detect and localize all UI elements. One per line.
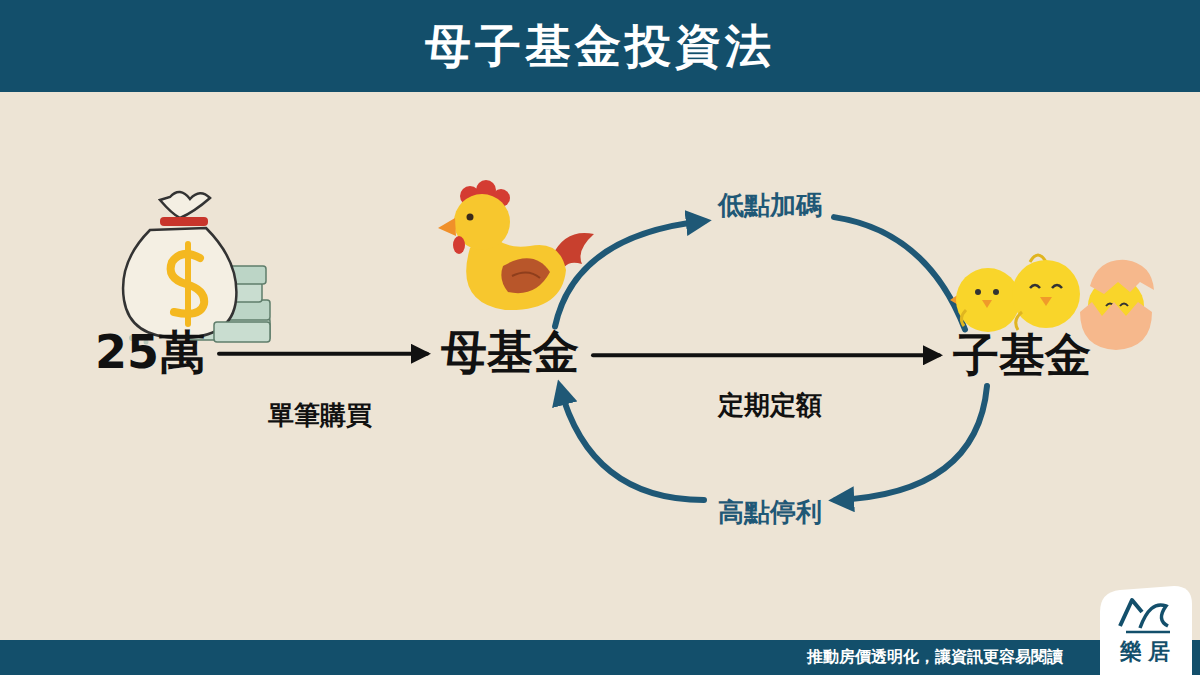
title-band <box>0 0 1200 92</box>
fund-node: 25萬 <box>89 325 211 380</box>
footer-band <box>0 640 1200 675</box>
flow-arrow <box>555 217 965 329</box>
connector-line <box>219 352 427 356</box>
connector-line <box>560 387 704 500</box>
logo-tab <box>1100 586 1192 675</box>
edge-label: 高點停利 <box>718 497 822 528</box>
edge-label: 單筆購買 <box>268 400 372 431</box>
logo-wordmark: 樂居 <box>1120 637 1176 667</box>
connector-line <box>593 353 939 357</box>
footer-slogan: 推動房價透明化，讓資訊更容易閱讀 <box>807 647 1063 668</box>
node-label: 子基金 <box>953 330 1091 381</box>
connector-line <box>836 386 987 500</box>
hen-illustration <box>438 180 594 310</box>
fund-node: 母基金 <box>435 325 585 380</box>
node-label: 25萬 <box>95 327 205 378</box>
money-bag-illustration <box>123 192 270 345</box>
flow-arrow <box>560 386 987 500</box>
connector-line <box>834 217 965 329</box>
node-label: 母基金 <box>441 327 579 378</box>
edge-label: 低點加碼 <box>718 190 822 221</box>
flow-arrow <box>593 355 939 356</box>
fund-node: 子基金 <box>947 328 1097 383</box>
diagram-title: 母子基金投資法 <box>425 21 775 72</box>
flow-arrow <box>219 353 427 354</box>
edge-label: 定期定額 <box>718 390 822 421</box>
